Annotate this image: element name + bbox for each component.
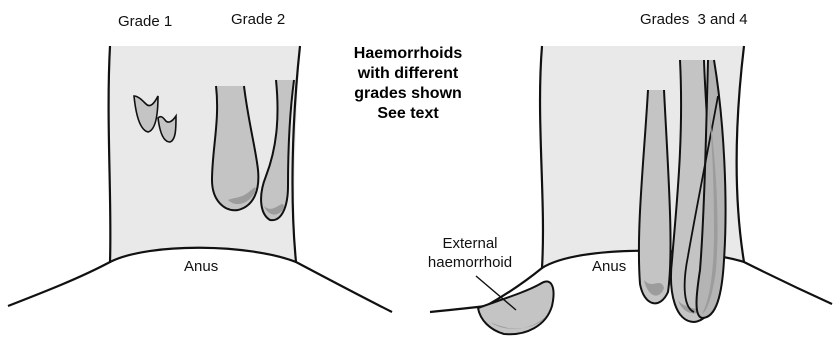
left-canal-fill [109, 46, 300, 262]
anus-label-right: Anus [592, 259, 626, 274]
caption-line-2: with different [334, 64, 482, 84]
grades-3-4-haemorrhoids [639, 60, 726, 322]
external-haemorrhoid-body [478, 281, 554, 334]
caption-line-4: See text [334, 104, 482, 124]
external-label-line-1: External [414, 234, 526, 253]
external-haemorrhoid-label: External haemorrhoid [414, 234, 526, 272]
caption-line-3: grades shown [334, 84, 482, 104]
anus-label-left: Anus [184, 259, 218, 274]
caption-line-1: Haemorrhoids [334, 44, 482, 64]
right-anal-canal [430, 46, 832, 312]
grades-3-4-label: Grades 3 and 4 [640, 12, 748, 27]
diagram-caption: Haemorrhoids with different grades shown… [334, 44, 482, 124]
right-canal-wall-right [737, 46, 833, 304]
external-label-line-2: haemorrhoid [414, 253, 526, 272]
grade-2-label: Grade 2 [231, 12, 285, 27]
external-haemorrhoid [476, 276, 554, 334]
grade-1-label: Grade 1 [118, 14, 172, 29]
left-canal-wall-left [8, 46, 110, 306]
